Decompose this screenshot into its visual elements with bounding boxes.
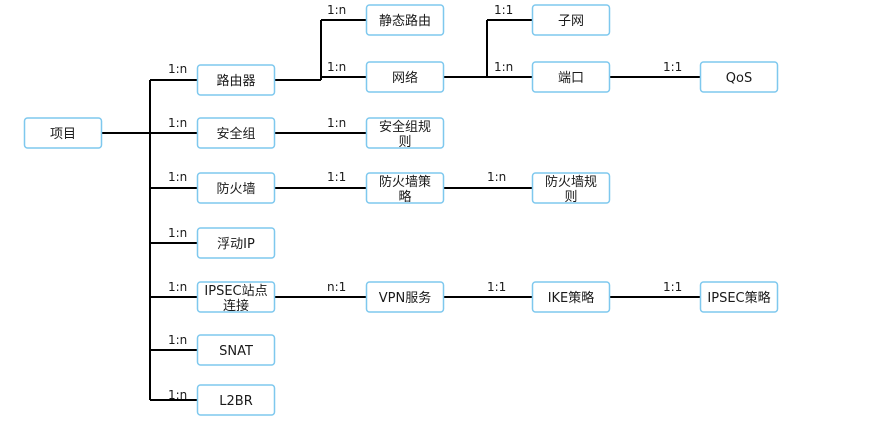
edge-cardinality-label: 1:n [168,226,187,240]
edge-cardinality-label: 1:n [327,116,346,130]
node-box [531,281,611,313]
node-box [531,172,611,204]
node-box [365,4,445,36]
edge-cardinality-label: 1:n [168,333,187,347]
edge-cardinality-label: 1:1 [663,280,682,294]
node-box [531,61,611,93]
node-snat[interactable]: SNAT [196,334,276,366]
node-label: VPN服务 [379,290,431,306]
node-label: SNAT [219,344,253,359]
edge-cardinality-label: 1:1 [494,3,513,17]
edge-cardinality-label: 1:n [168,280,187,294]
node-box [699,61,779,93]
node-label: IPSEC策略 [707,290,770,306]
edge-cardinality-label: 1:n [168,388,187,402]
node-box [699,281,779,313]
edge-cardinality-label: 1:n [487,170,506,184]
node-project[interactable]: 项目 [23,117,103,149]
node-label: 项目 [50,127,76,142]
node-subnet[interactable]: 子网 [531,4,611,36]
edge-cardinality-label: 1:n [327,60,346,74]
node-label: 安全组规则 [379,119,431,150]
node-ike-policy[interactable]: IKE策略 [531,281,611,313]
node-port[interactable]: 端口 [531,61,611,93]
node-fw-policy[interactable]: 防火墙策略 [365,172,445,205]
node-qos[interactable]: QoS [699,61,779,93]
node-l2br[interactable]: L2BR [196,384,276,416]
edge-cardinality-label: 1:n [168,116,187,130]
node-network[interactable]: 网络 [365,61,445,93]
node-box [23,117,103,149]
node-box [196,281,276,313]
node-label: 安全组 [216,126,255,142]
edge-cardinality-label: 1:1 [327,170,346,184]
node-box [365,61,445,93]
edge-cardinality-label: 1:n [168,62,187,76]
edge-cardinality-label: 1:1 [487,280,506,294]
node-firewall[interactable]: 防火墙 [196,172,276,204]
edge-cardinality-label: 1:1 [663,60,682,74]
node-box [196,384,276,416]
node-label: 防火墙规则 [545,174,597,205]
node-label: 防火墙策略 [379,174,431,205]
node-box [365,117,445,149]
node-label: 路由器 [216,73,255,89]
node-box [365,281,445,313]
node-label: 浮动IP [217,237,255,252]
node-box [196,64,276,96]
edge-cardinality-label: n:1 [327,280,346,294]
node-vpn-service[interactable]: VPN服务 [365,281,445,313]
node-label: 端口 [558,71,584,86]
node-static-route[interactable]: 静态路由 [365,4,445,36]
node-ipsec-conn[interactable]: IPSEC站点连接 [196,281,276,314]
node-box [196,227,276,259]
node-label: IKE策略 [548,290,595,306]
node-ipsec-policy[interactable]: IPSEC策略 [699,281,779,313]
edges: 1:n 1:n 1:n 1:n 1:n 1:n 1:n 1:n 1:n 1:1 1:n 1:1 1:n 1… [101,3,701,402]
node-label: 静态路由 [379,13,431,29]
node-box [196,334,276,366]
node-label: 子网 [558,14,584,29]
node-box [196,117,276,149]
node-label: 网络 [392,70,418,86]
node-floatingip[interactable]: 浮动IP [196,227,276,259]
edge-cardinality-label: 1:n [168,170,187,184]
node-label: L2BR [219,394,252,409]
node-box [365,172,445,204]
node-label: IPSEC站点连接 [204,284,267,314]
node-box [196,172,276,204]
node-secgroup[interactable]: 安全组 [196,117,276,149]
node-label: QoS [726,71,752,86]
edge-cardinality-label: 1:n [327,3,346,17]
edge-cardinality-label: 1:n [494,60,513,74]
node-secgroup-rule[interactable]: 安全组规则 [365,117,445,150]
node-fw-rule[interactable]: 防火墙规则 [531,172,611,205]
node-router[interactable]: 路由器 [196,64,276,96]
node-box [531,4,611,36]
node-label: 防火墙 [216,181,255,197]
